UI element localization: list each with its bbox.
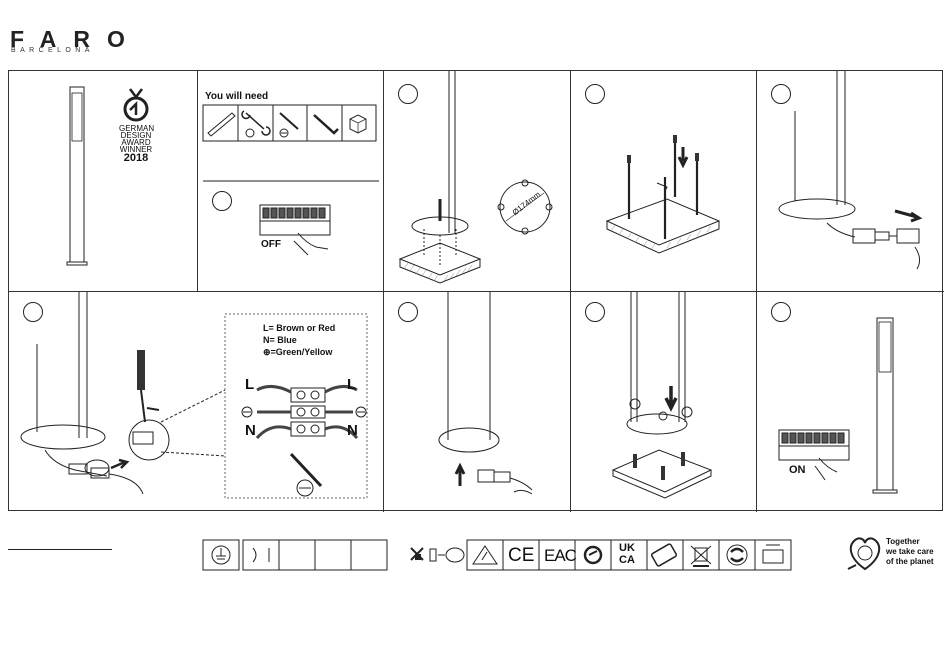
live-label-right: L [347, 376, 356, 393]
step-3-panel [571, 71, 757, 292]
class-ii-icon [253, 548, 269, 562]
earth-class-icon [212, 546, 230, 564]
step-4-panel [757, 71, 944, 292]
fix-nuts-illustration [571, 292, 757, 512]
divider-line [8, 549, 112, 550]
weee-icon [647, 540, 683, 570]
anchor-bolts-illustration [571, 71, 757, 292]
live-label-left: L [245, 376, 254, 393]
breaker-panel-on-illustration [757, 292, 944, 512]
green-dot-icon [719, 540, 755, 570]
ce-mark-text: CE [508, 545, 534, 567]
repair-service-icon [430, 548, 464, 562]
neutral-label-left: N [245, 422, 256, 439]
cable-insert-illustration [384, 292, 571, 512]
product-panel: GERMAN DESIGN AWARD WINNER 2018 [9, 71, 198, 292]
cable-connector-illustration [757, 71, 944, 292]
eco-text: Together we take care of the planet [886, 537, 934, 567]
eac-mark-text: EAC [544, 546, 576, 566]
brand-subtitle: BARCELONA [11, 47, 94, 54]
off-label: OFF [261, 239, 281, 250]
step-6-panel [384, 292, 571, 512]
step-5-wiring-panel: L= Brown or Red N= Blue ⊕=Green/Yellow L… [9, 292, 384, 512]
award-text: GERMAN DESIGN AWARD WINNER 2018 [119, 125, 153, 164]
wiring-legend: L= Brown or Red N= Blue ⊕=Green/Yellow [263, 322, 335, 358]
step-2-panel: Ø174mm [384, 71, 571, 292]
base-drilling-illustration [384, 71, 571, 292]
on-label: ON [789, 464, 806, 476]
crossed-bin-icon [683, 540, 719, 570]
instruction-grid: GERMAN DESIGN AWARD WINNER 2018 You will… [8, 70, 943, 511]
terminal-block [291, 388, 325, 436]
step-8-panel: ON [757, 292, 944, 512]
eco-heart-icon [846, 533, 884, 573]
award-icon [9, 71, 198, 292]
esd-warning-icon [467, 540, 503, 570]
no-insulation-cover-icon [411, 548, 423, 560]
recycling-loop-icon [575, 540, 611, 570]
step-7-panel [571, 292, 757, 512]
packaging-icon [755, 540, 791, 570]
neutral-label-right: N [347, 422, 358, 439]
breaker-panel-off-illustration [198, 71, 384, 292]
tools-panel: You will need [198, 71, 384, 292]
